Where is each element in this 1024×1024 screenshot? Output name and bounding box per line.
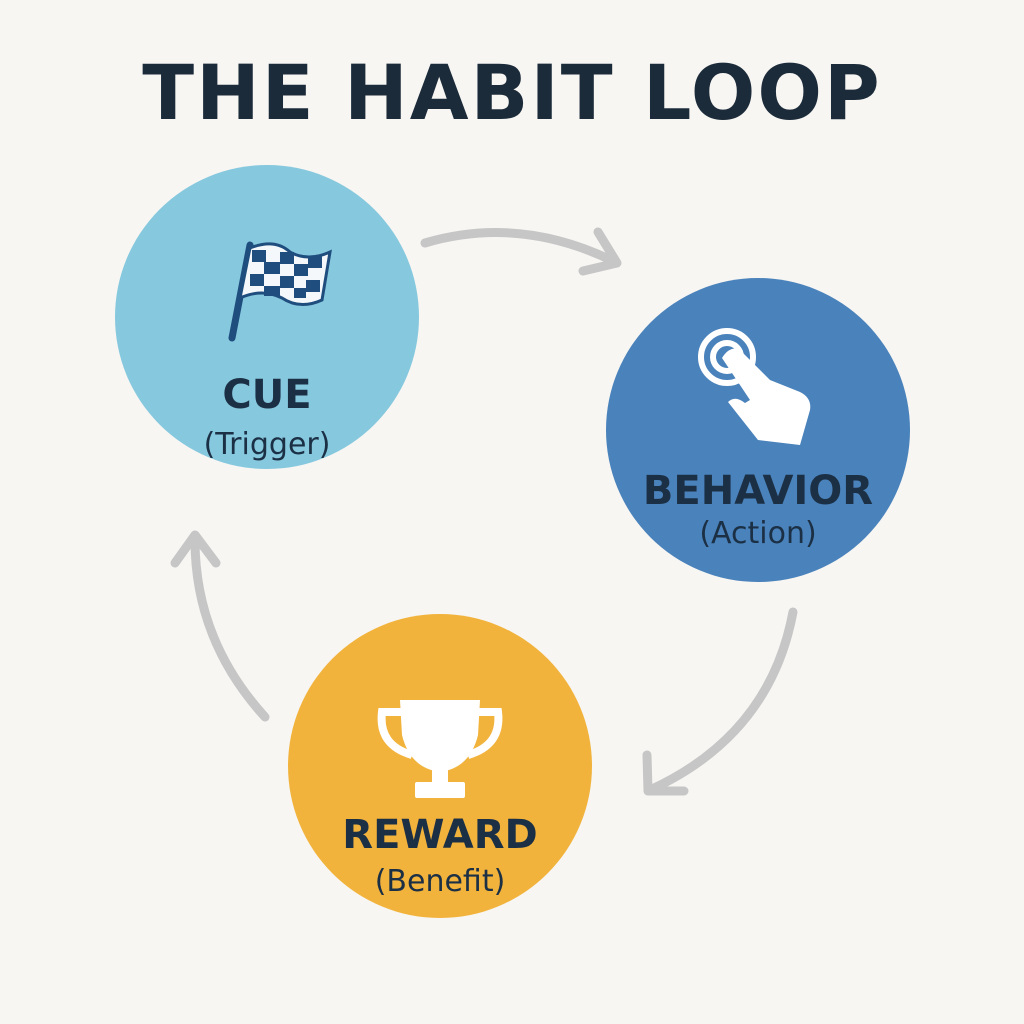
checkered-flag-icon [228,241,332,342]
cue-label: CUE [222,372,312,418]
cue-sublabel: (Trigger) [203,427,331,462]
trophy-icon [377,700,503,798]
arrow-behavior-to-reward [642,607,798,796]
cue-circle [115,165,419,469]
page-title: THE HABIT LOOP [142,48,882,137]
reward-sublabel: (Benefit) [374,864,506,899]
hand-tap-icon [698,328,811,445]
reward-label: REWARD [342,812,538,858]
arrow-cue-to-behavior [420,227,622,276]
arrow-reward-to-cue [170,530,270,722]
behavior-label: BEHAVIOR [642,468,874,514]
behavior-sublabel: (Action) [699,516,817,551]
